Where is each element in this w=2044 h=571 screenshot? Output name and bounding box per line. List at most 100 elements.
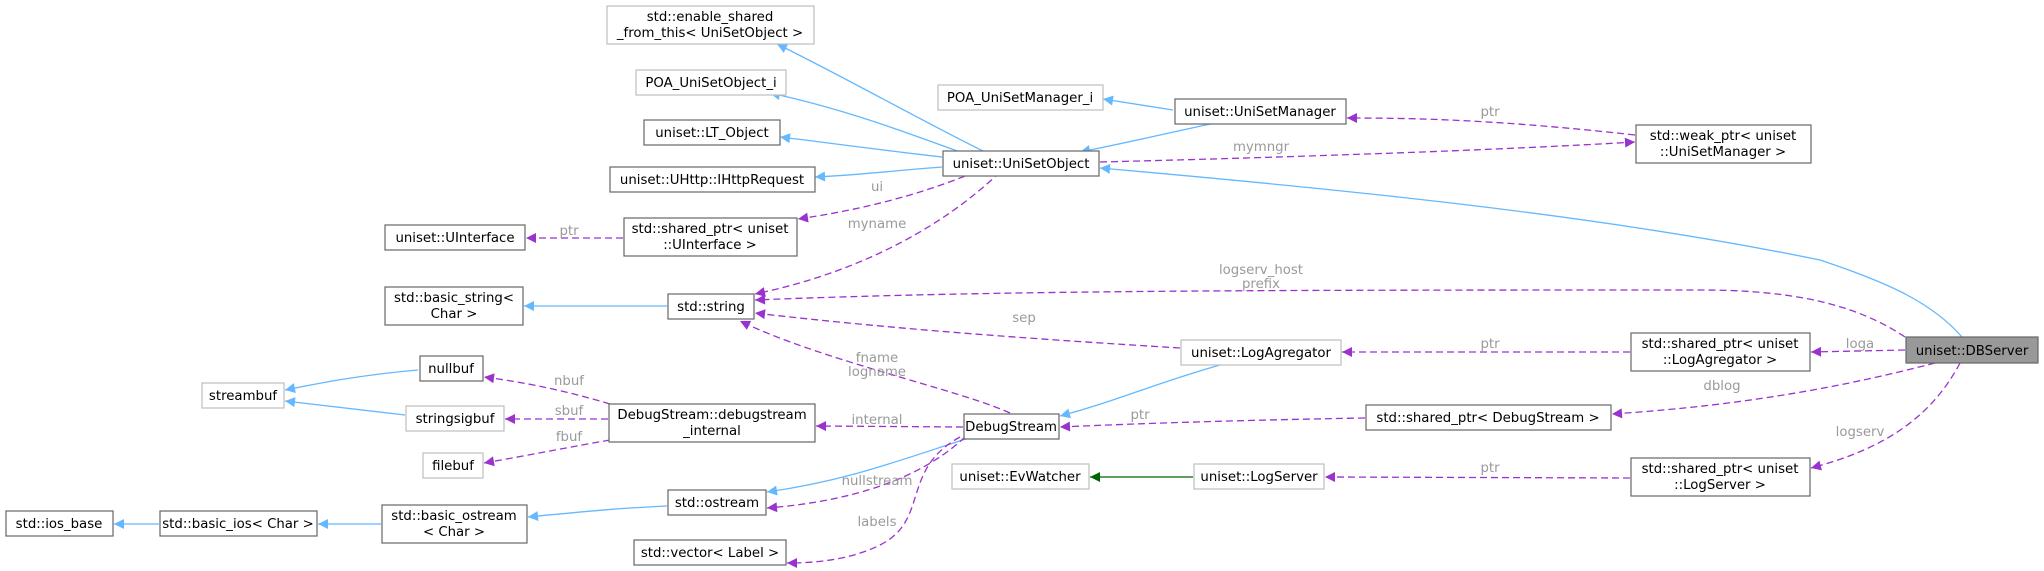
node-uinterface[interactable]: uniset::UInterface (384, 224, 526, 251)
node-ios-base[interactable]: std::ios_base (5, 510, 114, 537)
svg-text:_from_this< UniSetObject >: _from_this< UniSetObject > (616, 26, 803, 41)
node-basic-ostream[interactable]: std::basic_ostream < Char > (381, 504, 528, 544)
svg-text:stringsigbuf: stringsigbuf (416, 412, 495, 427)
node-shared-ptr-debugstream[interactable]: std::shared_ptr< DebugStream > (1365, 404, 1612, 431)
edge-dbserver-sp-logagregator: loga (1810, 337, 1906, 357)
svg-text:std::shared_ptr< DebugStream >: std::shared_ptr< DebugStream > (1376, 411, 1599, 426)
node-std-vector-label[interactable]: std::vector< Label > (633, 539, 787, 566)
node-enable-shared-from-this[interactable]: std::enable_shared _from_this< UniSetObj… (606, 5, 815, 45)
node-poa-unisetmanager-i[interactable]: POA_UniSetManager_i (937, 84, 1104, 111)
node-stringsigbuf[interactable]: stringsigbuf (405, 405, 505, 432)
edge-sp-uinterface-uinterface: ptr (526, 224, 623, 243)
edge-label-myname: myname (848, 217, 907, 232)
edge-label-fname: fname (856, 351, 898, 366)
svg-text:uniset::UniSetManager: uniset::UniSetManager (1184, 105, 1336, 120)
svg-text:std::shared_ptr< uniset: std::shared_ptr< uniset (1642, 462, 1799, 477)
edge-label-loga: loga (1846, 337, 1874, 352)
edge-nullbuf-streambuf (284, 369, 419, 393)
edge-unisetobject-string: myname (754, 171, 1001, 297)
edge-label-logname: logname (848, 365, 906, 380)
node-std-ostream[interactable]: std::ostream (667, 489, 767, 516)
node-streambuf[interactable]: streambuf (201, 382, 285, 409)
edge-label-ui: ui (871, 180, 883, 195)
edge-label-internal: internal (851, 413, 902, 428)
svg-text:uniset::LogServer: uniset::LogServer (1200, 470, 1318, 485)
node-nullbuf[interactable]: nullbuf (419, 355, 484, 382)
node-poa-unisetobject-i[interactable]: POA_UniSetObject_i (635, 69, 787, 96)
node-lt-object[interactable]: uniset::LT_Object (643, 119, 781, 146)
node-shared-ptr-logserver[interactable]: std::shared_ptr< uniset ::LogServer > (1630, 457, 1811, 497)
edge-label-ptr-mgr: ptr (1480, 105, 1500, 120)
edge-label-sep: sep (1012, 311, 1036, 326)
edge-unisetobject-uhttp (814, 166, 943, 182)
edge-ds-internal-stringsigbuf: sbuf (505, 404, 608, 424)
node-weak-ptr-unisetmanager[interactable]: std::weak_ptr< uniset ::UniSetManager > (1635, 124, 1812, 164)
svg-text:uniset::DBServer: uniset::DBServer (1916, 344, 2029, 359)
node-unisetobject[interactable]: uniset::UniSetObject (942, 150, 1100, 177)
edge-unisetobject-weak-ptr: mymngr (1099, 137, 1636, 163)
node-dbserver[interactable]: uniset::DBServer (1905, 336, 2039, 364)
svg-text:std::string: std::string (677, 300, 745, 315)
edge-dbserver-string: logserv_host prefix (754, 263, 1906, 338)
svg-text:< Char >: < Char > (423, 525, 485, 540)
edge-sp-logagregator-logagregator: ptr (1342, 337, 1630, 357)
svg-text:uniset::UHttp::IHttpRequest: uniset::UHttp::IHttpRequest (620, 173, 804, 188)
edge-ds-internal-nullbuf: nbuf (483, 373, 611, 405)
node-filebuf[interactable]: filebuf (422, 452, 484, 479)
svg-text:std::ios_base: std::ios_base (16, 517, 103, 532)
node-shared-ptr-logagregator[interactable]: std::shared_ptr< uniset ::LogAgregator > (1630, 332, 1811, 372)
edge-unisetmanager-unisetobject (1079, 123, 1211, 155)
node-evwatcher[interactable]: uniset::EvWatcher (951, 463, 1090, 490)
edge-sp-logserver-logserver: ptr (1324, 461, 1631, 483)
svg-text:std::vector< Label >: std::vector< Label > (641, 546, 779, 561)
edge-dbserver-unisetobject (1099, 163, 1963, 338)
node-debugstream[interactable]: DebugStream (963, 413, 1060, 440)
node-debugstream-internal[interactable]: DebugStream::debugstream _internal (608, 403, 816, 443)
svg-text:filebuf: filebuf (432, 459, 474, 474)
svg-text:::UInterface >: ::UInterface > (663, 238, 757, 253)
node-logagregator[interactable]: uniset::LogAgregator (1180, 339, 1342, 366)
edge-unisetobject-lt-object (779, 133, 943, 158)
svg-text:nullbuf: nullbuf (428, 362, 474, 377)
node-basic-ios[interactable]: std::basic_ios< Char > (159, 510, 318, 537)
edge-sp-debugstream-debugstream: ptr (1059, 408, 1366, 432)
svg-text:std::shared_ptr< uniset: std::shared_ptr< uniset (1642, 337, 1799, 352)
node-shared-ptr-uinterface[interactable]: std::shared_ptr< uniset ::UInterface > (623, 217, 798, 257)
svg-text:std::ostream: std::ostream (675, 496, 759, 511)
svg-text:uniset::UniSetObject: uniset::UniSetObject (953, 157, 1090, 172)
svg-text:uniset::LogAgregator: uniset::LogAgregator (1191, 346, 1331, 361)
edge-unisetobject-sp-uinterface: ui (797, 171, 976, 223)
svg-text:std::basic_ios< Char >: std::basic_ios< Char > (162, 517, 314, 532)
node-unisetmanager[interactable]: uniset::UniSetManager (1174, 98, 1347, 125)
edge-weak-ptr-unisetmanager: ptr (1346, 105, 1636, 136)
edge-label-mymngr: mymngr (1233, 140, 1290, 155)
node-std-string[interactable]: std::string (667, 293, 755, 320)
edge-logagregator-debugstream (1059, 364, 1221, 419)
edge-label-sbuf: sbuf (555, 404, 584, 419)
edge-ostream-basic-ostream (527, 505, 668, 522)
edge-stringsigbuf-streambuf (284, 397, 406, 416)
svg-text:uniset::EvWatcher: uniset::EvWatcher (959, 470, 1081, 485)
edge-label-logserv: logserv (1836, 425, 1885, 440)
edge-label-logserv-host-2: prefix (1242, 277, 1280, 292)
edge-debugstream-string: fname logname (739, 320, 1011, 414)
svg-text:DebugStream::debugstream: DebugStream::debugstream (617, 408, 806, 423)
edge-dbserver-sp-logserver: logserv (1810, 362, 1961, 471)
edge-unisetobject-poa-obj (769, 90, 961, 153)
node-logserver[interactable]: uniset::LogServer (1193, 463, 1325, 490)
edge-label-fbuf: fbuf (556, 430, 583, 445)
edge-label-ptr-ls: ptr (1480, 461, 1500, 476)
edge-label-nullstream: nullstream (842, 474, 913, 489)
edge-debugstream-ostream-nullstream: nullstream (766, 436, 966, 513)
svg-text:uniset::UInterface: uniset::UInterface (395, 231, 514, 246)
node-uhttp-ihttprequest[interactable]: uniset::UHttp::IHttpRequest (609, 166, 816, 193)
edge-dbserver-sp-debugstream: dblog (1611, 362, 1936, 419)
edge-debugstream-vector: labels (786, 436, 961, 568)
svg-text:POA_UniSetManager_i: POA_UniSetManager_i (947, 91, 1093, 106)
svg-text:::UniSetManager >: ::UniSetManager > (1660, 145, 1786, 160)
edge-unisetobject-enable-shared (776, 43, 986, 153)
svg-text:uniset::LT_Object: uniset::LT_Object (655, 126, 768, 141)
node-basic-string[interactable]: std::basic_string< Char > (384, 286, 524, 326)
svg-text:std::shared_ptr< uniset: std::shared_ptr< uniset (632, 222, 789, 237)
